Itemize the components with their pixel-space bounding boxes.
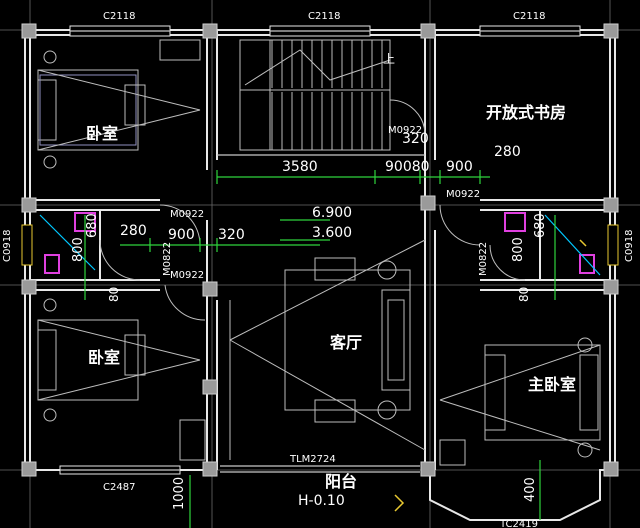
door-label-stair: M0922: [388, 125, 422, 136]
window-label-bay: TC2419: [499, 519, 538, 528]
door-label-bath-left-side: M0822: [162, 242, 173, 276]
dim-800-left: 800: [71, 237, 86, 262]
dim-1000: 1000: [172, 477, 187, 510]
stair-up-mark: 上: [383, 52, 395, 66]
bathroom-right: [439, 204, 601, 281]
dim-680-left: 680: [85, 213, 100, 238]
door-label-bath-left-bottom: M0922: [170, 270, 204, 281]
dim-900-top: 900: [446, 159, 473, 175]
dim-3580: 3580: [282, 159, 318, 175]
dim-800-right: 800: [511, 237, 526, 262]
dim-3600: 3.600: [312, 225, 352, 241]
staircase: [239, 39, 391, 151]
level-balcony: H-0.10: [298, 493, 345, 509]
dim-6900: 6.900: [312, 205, 352, 221]
dim-680-right: 680: [533, 213, 548, 238]
dim-80-left: 80: [107, 287, 121, 302]
dim-900-mid: 900: [168, 227, 195, 243]
door-label-bath-right-side: M0822: [478, 242, 489, 276]
window-label-left-side: C0918: [2, 230, 13, 262]
stair-door: [389, 99, 426, 136]
dim-280-top: 280: [494, 144, 521, 160]
room-label-study: 开放式书房: [486, 103, 566, 122]
structural-columns: [21, 23, 619, 477]
dim-90080: 90080: [385, 159, 430, 175]
bed-top: [37, 39, 201, 169]
room-label-balcony: 阳台: [325, 472, 357, 491]
window-label-right-side: C0918: [624, 230, 635, 262]
dim-80-right: 80: [517, 287, 531, 302]
interior-walls: [30, 30, 610, 470]
window-label-top-right: C2118: [513, 11, 545, 22]
window-label-bottom-left: C2487: [103, 482, 135, 493]
room-label-bedroom-left: 卧室: [88, 348, 120, 367]
room-label-master: 主卧室: [528, 375, 576, 394]
bed-left: [37, 298, 206, 461]
dimension-lines: [84, 170, 556, 528]
door-label-bath-left-top: M0922: [170, 209, 204, 220]
window-openings: [21, 25, 619, 475]
dim-400: 400: [523, 477, 538, 502]
door-label-sliding: TLM2724: [289, 454, 336, 465]
bed-master: [439, 337, 601, 466]
room-label-living: 客厅: [330, 333, 362, 352]
dim-280-mid: 280: [120, 223, 147, 239]
room-label-bedroom-top: 卧室: [86, 124, 118, 143]
door-label-bath-right-top: M0922: [446, 189, 480, 200]
living-furniture: [229, 239, 426, 460]
dim-320-mid: 320: [218, 227, 245, 243]
electrical-markers: [394, 239, 587, 512]
window-label-top-left: C2118: [103, 11, 135, 22]
window-label-top-mid: C2118: [308, 11, 340, 22]
dim-320-top: 320: [402, 131, 429, 147]
